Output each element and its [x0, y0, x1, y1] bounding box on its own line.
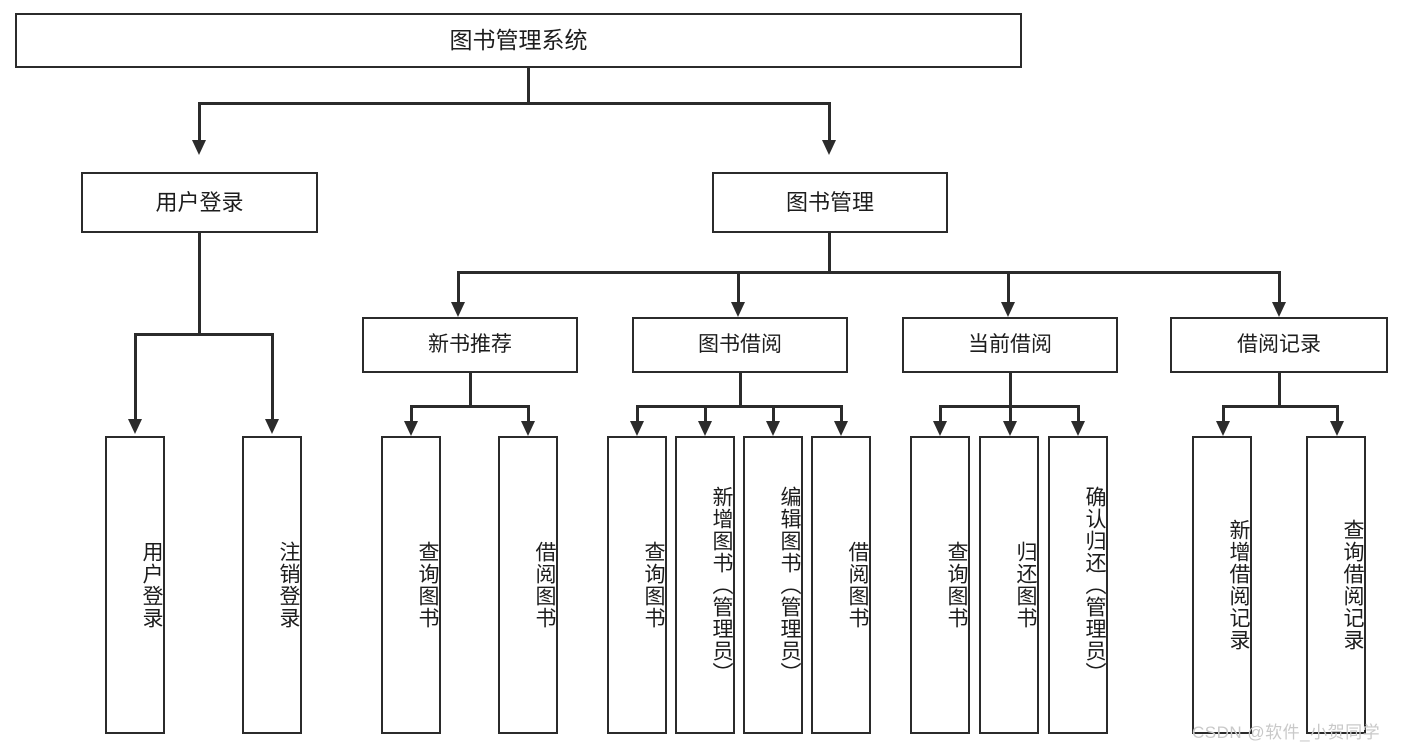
edge-book-borrow-to-leaf-3 [772, 405, 775, 423]
arrowhead-icon [731, 302, 745, 317]
edge-new-book-stem [469, 373, 472, 405]
edge-to-book-borrow [737, 271, 740, 304]
edge-book-manage-stem [828, 233, 831, 271]
edge-root-stem [527, 68, 530, 102]
node-label: 编辑图书（管理员） [778, 486, 801, 684]
node-book-management[interactable]: 图书管理 [712, 172, 948, 233]
arrowhead-icon [822, 140, 836, 155]
node-label: 新增图书（管理员） [710, 486, 733, 684]
node-label: 注销登录 [277, 541, 300, 629]
arrowhead-icon [1071, 421, 1085, 436]
node-new-book-recommend[interactable]: 新书推荐 [362, 317, 578, 373]
node-label: 图书管理系统 [449, 26, 588, 53]
arrowhead-icon [265, 419, 279, 434]
edge-current-borrow-to-leaf-2 [1009, 405, 1012, 423]
arrowhead-icon [1330, 421, 1344, 436]
edge-book-borrow-to-leaf-4 [840, 405, 843, 423]
edge-root-to-book-manage [828, 102, 831, 142]
edge-borrow-record-bar [1222, 405, 1336, 408]
leaf-user-login-1[interactable]: 用户登录 [105, 436, 165, 734]
arrowhead-icon [1001, 302, 1015, 317]
edge-book-borrow-to-leaf-1 [636, 405, 639, 423]
edge-borrow-record-to-leaf-1 [1222, 405, 1225, 423]
leaf-borrow-record-1[interactable]: 新增借阅记录 [1192, 436, 1252, 734]
edge-to-current-borrow [1007, 271, 1010, 304]
edge-root-bar [198, 102, 830, 105]
arrowhead-icon [128, 419, 142, 434]
node-label: 图书管理 [785, 189, 874, 215]
node-borrow-record[interactable]: 借阅记录 [1170, 317, 1388, 373]
arrowhead-icon [1003, 421, 1017, 436]
node-label: 确认归还（管理员） [1083, 486, 1106, 684]
node-label: 新书推荐 [428, 332, 512, 356]
csdn-watermark: CSDN @软件_小贺同学 [1192, 723, 1381, 742]
leaf-new-book-1[interactable]: 查询图书 [381, 436, 441, 734]
node-label: 借阅记录 [1237, 332, 1321, 356]
arrowhead-icon [404, 421, 418, 436]
edge-book-borrow-to-leaf-2 [704, 405, 707, 423]
edge-user-login-bar [134, 333, 274, 336]
edge-new-book-bar [410, 405, 529, 408]
arrowhead-icon [192, 140, 206, 155]
arrowhead-icon [698, 421, 712, 436]
edge-borrow-record-to-leaf-2 [1336, 405, 1339, 423]
edge-new-book-to-leaf-1 [410, 405, 413, 423]
node-book-borrow[interactable]: 图书借阅 [632, 317, 848, 373]
edge-borrow-record-stem [1278, 373, 1281, 405]
edge-user-login-to-leaf-1 [134, 333, 137, 421]
arrowhead-icon [766, 421, 780, 436]
node-label: 查询图书 [642, 541, 665, 629]
arrowhead-icon [933, 421, 947, 436]
edge-book-manage-bar [457, 271, 1280, 274]
leaf-current-borrow-3[interactable]: 确认归还（管理员） [1048, 436, 1108, 734]
node-root-system[interactable]: 图书管理系统 [15, 13, 1022, 68]
edge-current-borrow-to-leaf-1 [939, 405, 942, 423]
node-current-borrow[interactable]: 当前借阅 [902, 317, 1118, 373]
node-label: 图书借阅 [698, 332, 782, 356]
leaf-current-borrow-1[interactable]: 查询图书 [910, 436, 970, 734]
leaf-book-borrow-4[interactable]: 借阅图书 [811, 436, 871, 734]
edge-book-borrow-bar [636, 405, 842, 408]
node-label: 归还图书 [1014, 541, 1037, 629]
node-label: 新增借阅记录 [1227, 519, 1250, 651]
node-label: 查询图书 [416, 541, 439, 629]
arrowhead-icon [1272, 302, 1286, 317]
edge-user-login-stem [198, 233, 201, 333]
edge-to-borrow-record [1278, 271, 1281, 304]
node-label: 借阅图书 [846, 541, 869, 629]
arrowhead-icon [521, 421, 535, 436]
node-label: 查询借阅记录 [1341, 519, 1364, 651]
leaf-user-login-2[interactable]: 注销登录 [242, 436, 302, 734]
edge-user-login-to-leaf-2 [271, 333, 274, 421]
node-user-login[interactable]: 用户登录 [81, 172, 318, 233]
edge-root-to-user-login [198, 102, 201, 142]
node-label: 用户登录 [155, 189, 244, 215]
edge-new-book-to-leaf-2 [527, 405, 530, 423]
leaf-new-book-2[interactable]: 借阅图书 [498, 436, 558, 734]
node-label: 查询图书 [945, 541, 968, 629]
node-label: 借阅图书 [533, 541, 556, 629]
arrowhead-icon [1216, 421, 1230, 436]
node-label: 当前借阅 [968, 332, 1052, 356]
arrowhead-icon [630, 421, 644, 436]
edge-book-borrow-stem [739, 373, 742, 405]
arrowhead-icon [834, 421, 848, 436]
leaf-book-borrow-3[interactable]: 编辑图书（管理员） [743, 436, 803, 734]
leaf-current-borrow-2[interactable]: 归还图书 [979, 436, 1039, 734]
edge-current-borrow-stem [1009, 373, 1012, 405]
node-label: 用户登录 [140, 541, 163, 629]
leaf-book-borrow-2[interactable]: 新增图书（管理员） [675, 436, 735, 734]
leaf-book-borrow-1[interactable]: 查询图书 [607, 436, 667, 734]
edge-current-borrow-to-leaf-3 [1077, 405, 1080, 423]
arrowhead-icon [451, 302, 465, 317]
edge-to-new-book-recommend [457, 271, 460, 304]
leaf-borrow-record-2[interactable]: 查询借阅记录 [1306, 436, 1366, 734]
